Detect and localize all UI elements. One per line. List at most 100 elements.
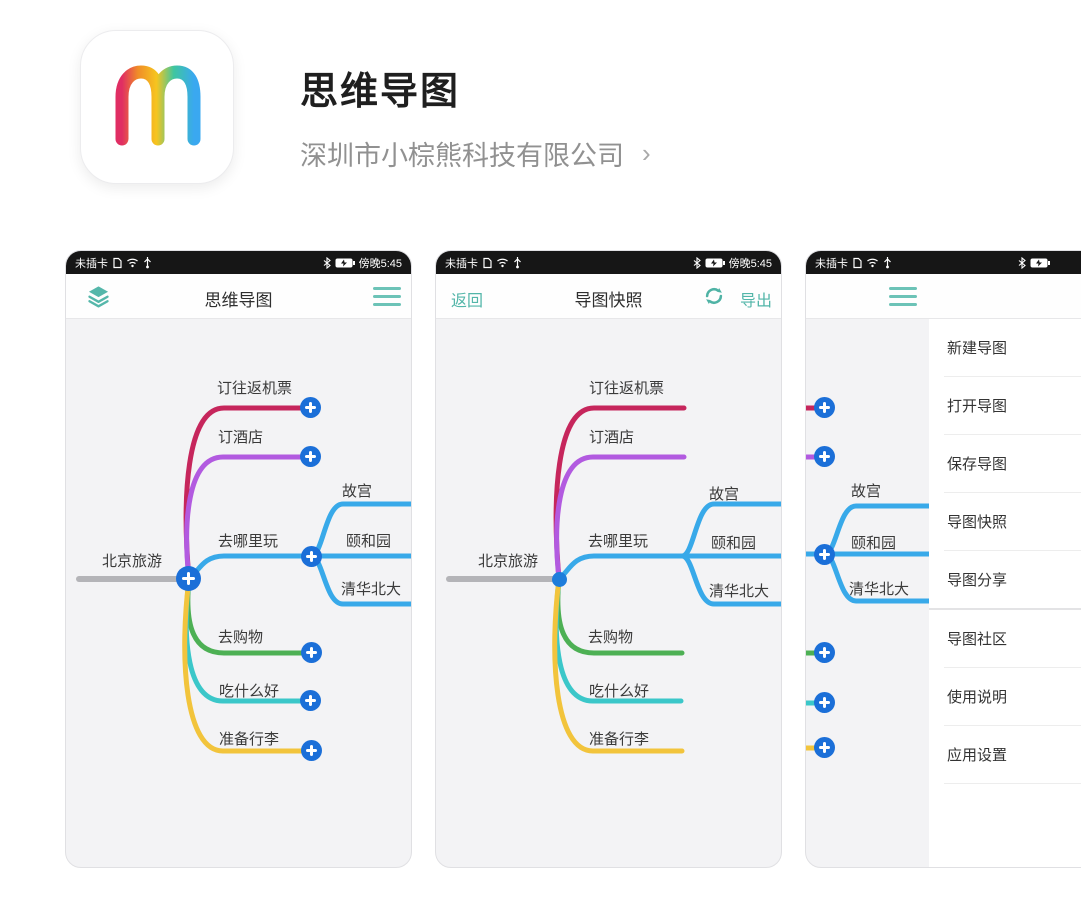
- mindmap-root-label: 北京旅游: [478, 553, 539, 570]
- add-node-icon[interactable]: [814, 397, 835, 418]
- mindmap-node-label[interactable]: 去哪里玩: [218, 533, 279, 550]
- menu-icon[interactable]: [889, 287, 917, 306]
- bluetooth-icon: [1018, 256, 1026, 269]
- divider: [944, 434, 1081, 435]
- battery-icon: [1030, 258, 1050, 267]
- root-node-dot: [552, 572, 567, 587]
- app-title: 思维导图: [300, 71, 461, 113]
- mindmap-node-label: 颐和园: [711, 535, 757, 552]
- refresh-icon[interactable]: [703, 285, 725, 307]
- divider: [944, 725, 1081, 726]
- add-node-icon[interactable]: [814, 642, 835, 663]
- clock-text: 傍晚5:45: [358, 257, 402, 270]
- mindmap-node-label[interactable]: 清华北大: [341, 581, 402, 598]
- status-bar: 未插卡: [806, 251, 1081, 274]
- page-title: 思维导图: [204, 291, 273, 310]
- battery-icon: [705, 258, 725, 267]
- screenshot-menu-screen[interactable]: 未插卡 故宫 颐和: [805, 250, 1081, 868]
- bluetooth-icon: [323, 256, 331, 269]
- menu-item-snapshot[interactable]: 导图快照: [947, 514, 1008, 531]
- mindmap-node-label[interactable]: 去购物: [218, 629, 264, 646]
- mindmap-node-label: 去哪里玩: [588, 533, 649, 550]
- wifi-icon: [127, 258, 138, 268]
- add-node-icon[interactable]: [814, 544, 835, 565]
- mindmap-node-label: 订酒店: [589, 429, 635, 446]
- add-node-icon[interactable]: [814, 692, 835, 713]
- mindmap-node-label: 故宫: [709, 486, 740, 503]
- menu-icon[interactable]: [373, 287, 401, 306]
- usb-icon: [514, 257, 521, 269]
- mindmap-lines: [446, 405, 781, 754]
- mindmap-canvas[interactable]: 故宫 颐和园 清华北大 新建导图 打开导图 保存导图 导图快照 导图分享 导图社…: [806, 319, 1081, 867]
- nav-bar: 思维导图: [66, 274, 411, 319]
- menu-item-community[interactable]: 导图社区: [947, 631, 1008, 648]
- mindmap-node-label[interactable]: 吃什么好: [219, 683, 280, 700]
- mindmap-node-label[interactable]: 订往返机票: [217, 380, 293, 397]
- menu-item-help[interactable]: 使用说明: [947, 689, 1008, 706]
- chevron-right-icon: ›: [642, 138, 651, 168]
- add-node-icon[interactable]: [301, 642, 322, 663]
- status-bar: 未插卡 傍晚5:45: [436, 251, 781, 274]
- mindmap-node-label[interactable]: 颐和园: [851, 535, 897, 552]
- mindmap-node-label: 准备行李: [589, 731, 650, 748]
- nav-bar: 返回 导图快照 导出: [436, 274, 781, 319]
- clock-text: 傍晚5:45: [728, 257, 772, 270]
- mindmap-node-label: 吃什么好: [589, 683, 650, 700]
- snapshot-canvas[interactable]: 北京旅游 订往返机票 订酒店 去哪里玩 故宫 颐和园 清华北大 去购物 吃什么好…: [436, 319, 781, 867]
- back-button[interactable]: 返回: [451, 293, 484, 310]
- menu-item-new-map[interactable]: 新建导图: [947, 340, 1008, 357]
- wifi-icon: [867, 258, 878, 268]
- screenshot-snapshot-screen[interactable]: 未插卡 傍晚5:45 返回 导图快照 导出: [435, 250, 782, 868]
- mindmap-canvas[interactable]: 北京旅游 订往返机票 订酒店 去哪里玩 故宫 颐和园 清华北大 去购物 吃什么好…: [66, 319, 411, 867]
- mindmap-node-label: 订往返机票: [589, 380, 665, 397]
- sim-icon: [853, 257, 862, 268]
- menu-item-save-map[interactable]: 保存导图: [947, 456, 1008, 473]
- add-node-icon[interactable]: [814, 446, 835, 467]
- mindmap-node-label[interactable]: 故宫: [342, 483, 373, 500]
- app-menu-panel: 新建导图 打开导图 保存导图 导图快照 导图分享 导图社区 使用说明 应用设置: [929, 319, 1081, 867]
- add-node-icon[interactable]: [300, 397, 321, 418]
- add-node-icon[interactable]: [301, 740, 322, 761]
- mindmap-node-label[interactable]: 颐和园: [346, 533, 392, 550]
- menu-item-share[interactable]: 导图分享: [947, 572, 1008, 589]
- screenshot-main-screen[interactable]: 未插卡 傍晚5:45 思维导图: [65, 250, 412, 868]
- battery-icon: [335, 258, 355, 267]
- menu-item-open-map[interactable]: 打开导图: [947, 398, 1008, 415]
- nav-bar: [806, 274, 1081, 319]
- mindmap-node-label[interactable]: 准备行李: [219, 731, 280, 748]
- add-node-icon[interactable]: [300, 690, 321, 711]
- divider: [944, 492, 1081, 493]
- add-node-icon[interactable]: [301, 546, 322, 567]
- mindmap-node-label: 去购物: [588, 629, 634, 646]
- add-node-icon[interactable]: [300, 446, 321, 467]
- mindmap-node-label[interactable]: 订酒店: [218, 429, 264, 446]
- developer-name: 深圳市小棕熊科技有限公司: [300, 141, 624, 171]
- wifi-icon: [497, 258, 508, 268]
- mindmap-node-label: 清华北大: [709, 583, 770, 600]
- divider: [944, 376, 1081, 377]
- bluetooth-icon: [693, 256, 701, 269]
- mindmap-root-label[interactable]: 北京旅游: [102, 553, 163, 570]
- add-node-icon[interactable]: [176, 566, 201, 591]
- carrier-text: 未插卡: [75, 257, 108, 270]
- divider: [944, 783, 1081, 784]
- section-separator: [929, 608, 1081, 610]
- usb-icon: [884, 257, 891, 269]
- developer-link[interactable]: 深圳市小棕熊科技有限公司 ›: [300, 134, 651, 173]
- menu-item-settings[interactable]: 应用设置: [947, 747, 1008, 764]
- carrier-text: 未插卡: [815, 257, 848, 270]
- usb-icon: [144, 257, 151, 269]
- status-bar: 未插卡 傍晚5:45: [66, 251, 411, 274]
- m-logo-icon: [115, 65, 201, 146]
- mindmap-node-label[interactable]: 清华北大: [849, 581, 910, 598]
- page-title: 导图快照: [574, 291, 643, 310]
- add-node-icon[interactable]: [814, 737, 835, 758]
- export-button[interactable]: 导出: [740, 293, 773, 310]
- divider: [944, 667, 1081, 668]
- sim-icon: [483, 257, 492, 268]
- carrier-text: 未插卡: [445, 257, 478, 270]
- layers-icon[interactable]: [85, 283, 112, 310]
- mindmap-node-label[interactable]: 故宫: [851, 483, 882, 500]
- divider: [944, 550, 1081, 551]
